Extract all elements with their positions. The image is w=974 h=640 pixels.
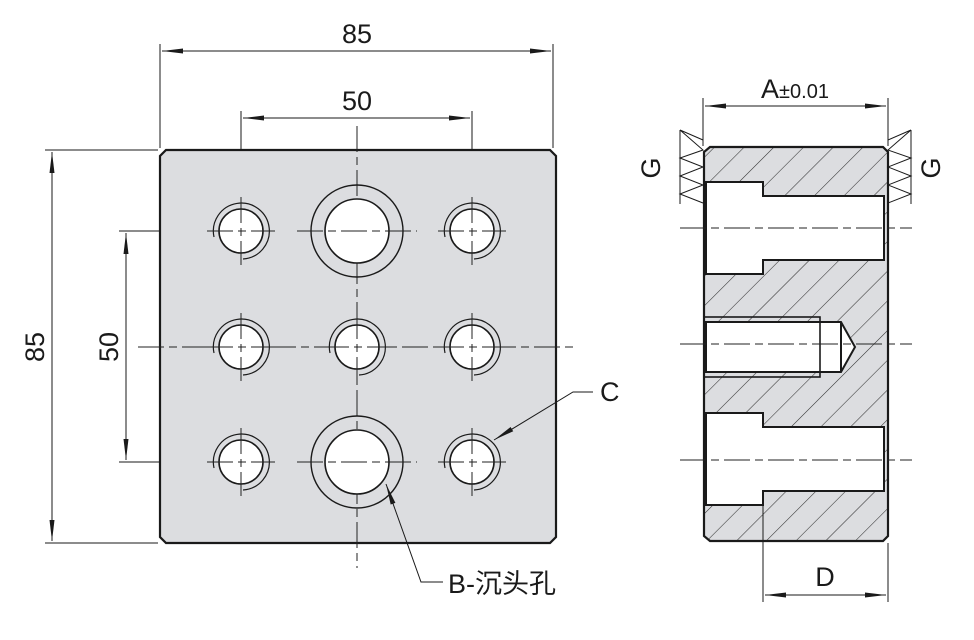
dim-depth-d: D bbox=[815, 562, 835, 592]
thread-arc bbox=[328, 318, 386, 376]
leader-line-b bbox=[385, 483, 443, 583]
thread-arc bbox=[212, 202, 270, 260]
callout-c: C bbox=[493, 377, 620, 441]
counterbore-section-bottom bbox=[705, 412, 885, 506]
dim-hole-spacing-y-50: 50 bbox=[94, 332, 124, 362]
dim-thickness-tolerance: ±0.01 bbox=[779, 81, 829, 103]
thread-major-diameter bbox=[703, 316, 821, 378]
dim-thickness-label: A bbox=[761, 74, 779, 104]
ground-symbol-right-label: G bbox=[916, 157, 946, 178]
dim-width-85: 85 bbox=[342, 19, 372, 49]
thread-arc bbox=[212, 318, 270, 376]
thread-arc bbox=[443, 318, 501, 376]
dim-height-85: 85 bbox=[20, 332, 50, 362]
ground-finish-symbol-left: G bbox=[636, 129, 705, 204]
thread-arc bbox=[212, 433, 270, 491]
ground-finish-symbol-right: G bbox=[886, 129, 946, 204]
front-view: 85 50 85 50 bbox=[20, 19, 576, 568]
callout-b-label: B-沉头孔 bbox=[448, 569, 556, 599]
side-view: A±0.01 G G D bbox=[636, 74, 946, 602]
triangle-marks-left bbox=[678, 129, 705, 204]
callout-c-label: C bbox=[600, 377, 620, 407]
counterbore-section-top bbox=[705, 181, 885, 275]
dim-thickness: A±0.01 bbox=[761, 74, 829, 104]
callout-b: B-沉头孔 bbox=[385, 483, 556, 599]
ground-symbol-left-label: G bbox=[636, 157, 666, 178]
tapped-hole-section bbox=[705, 321, 857, 373]
thread-arc bbox=[443, 202, 501, 260]
thread-arc bbox=[443, 433, 501, 491]
leader-line-c bbox=[493, 391, 593, 441]
dim-hole-spacing-x-50: 50 bbox=[342, 86, 372, 116]
triangle-marks-right bbox=[886, 129, 913, 204]
hole-grid bbox=[207, 184, 506, 509]
